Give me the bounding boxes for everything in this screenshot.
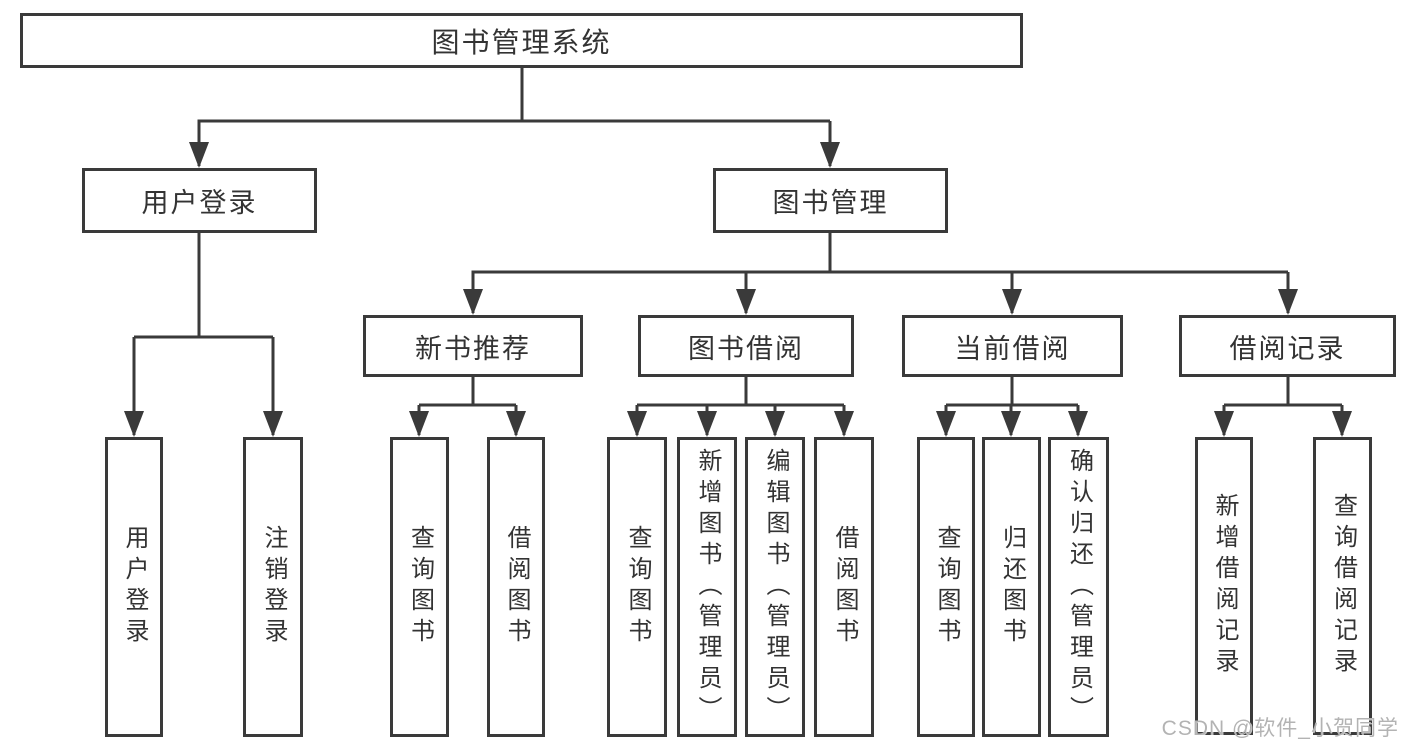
arrowhead <box>1068 411 1088 437</box>
node-label: 查询图书 <box>624 525 651 649</box>
node-label: 图书管理 <box>772 188 889 218</box>
edge-root-to-branches <box>197 68 832 166</box>
node-borrow-edit-books-admin: 编辑图书（管理员） <box>745 437 805 737</box>
edge-newbook-to-children <box>417 377 518 435</box>
arrowhead <box>124 411 144 437</box>
node-label: 查询借阅记录 <box>1329 493 1357 679</box>
edge-login-to-children <box>132 233 275 435</box>
node-label: 归还图书 <box>998 525 1026 649</box>
node-current-query-books: 查询图书 <box>917 437 975 737</box>
node-current-return-books: 归还图书 <box>982 437 1041 737</box>
node-label: 当前借阅 <box>954 333 1071 364</box>
arrowhead <box>463 289 483 315</box>
arrowhead <box>506 411 526 437</box>
arrowhead <box>936 411 956 437</box>
node-label: 编辑图书（管理员） <box>762 447 789 727</box>
edge-records-to-children <box>1222 377 1344 435</box>
node-newbook-query-books: 查询图书 <box>390 437 449 737</box>
node-label: 用户登录 <box>141 188 258 218</box>
node-label: 新增图书（管理员） <box>694 447 721 727</box>
arrowhead <box>409 411 429 437</box>
arrowhead <box>1278 289 1298 315</box>
node-label: 确认归还（管理员） <box>1065 447 1093 727</box>
node-book-borrow: 图书借阅 <box>638 315 854 377</box>
arrowhead <box>263 411 283 437</box>
edge-mgmt-to-sections <box>471 233 1290 313</box>
node-new-book-recommend: 新书推荐 <box>363 315 583 377</box>
node-label: 图书管理系统 <box>431 26 612 58</box>
arrowhead <box>1332 411 1352 437</box>
csdn-watermark: CSDN @软件_小贺同学 <box>1161 717 1399 740</box>
node-label: 注销登录 <box>260 525 287 649</box>
node-label: 查询图书 <box>406 525 434 649</box>
node-current-confirm-return-admin: 确认归还（管理员） <box>1048 437 1109 737</box>
node-label: 用户登录 <box>121 525 148 649</box>
node-label: 新书推荐 <box>415 333 531 364</box>
node-book-management: 图书管理 <box>713 168 948 233</box>
arrowhead <box>765 411 785 437</box>
node-borrow-query-books: 查询图书 <box>607 437 667 737</box>
node-label: 借阅图书 <box>503 525 530 649</box>
node-label: 查询图书 <box>933 525 960 649</box>
node-user-login: 用户登录 <box>82 168 317 233</box>
node-label: 新增借阅记录 <box>1211 493 1238 679</box>
node-records-add-record: 新增借阅记录 <box>1195 437 1253 735</box>
arrowhead <box>1002 289 1022 315</box>
node-borrow-records: 借阅记录 <box>1179 315 1396 377</box>
node-borrow-borrow-books: 借阅图书 <box>814 437 874 737</box>
arrowhead <box>736 289 756 315</box>
node-label: 图书借阅 <box>688 333 804 364</box>
edge-borrow-to-children <box>635 377 846 435</box>
node-newbook-borrow-books: 借阅图书 <box>487 437 545 737</box>
node-current-borrow: 当前借阅 <box>902 315 1123 377</box>
node-label: 借阅图书 <box>831 525 858 649</box>
node-borrow-add-books-admin: 新增图书（管理员） <box>677 437 737 737</box>
arrowhead <box>189 142 209 168</box>
node-library-system: 图书管理系统 <box>20 13 1023 68</box>
node-label: 借阅记录 <box>1229 333 1346 364</box>
arrowhead <box>834 411 854 437</box>
arrowhead <box>1001 411 1021 437</box>
arrowhead <box>820 142 840 168</box>
arrowhead <box>1214 411 1234 437</box>
node-logout-action: 注销登录 <box>243 437 303 737</box>
arrowhead <box>697 411 717 437</box>
node-user-login-action: 用户登录 <box>105 437 163 737</box>
arrowhead <box>627 411 647 437</box>
node-records-query-record: 查询借阅记录 <box>1313 437 1372 735</box>
